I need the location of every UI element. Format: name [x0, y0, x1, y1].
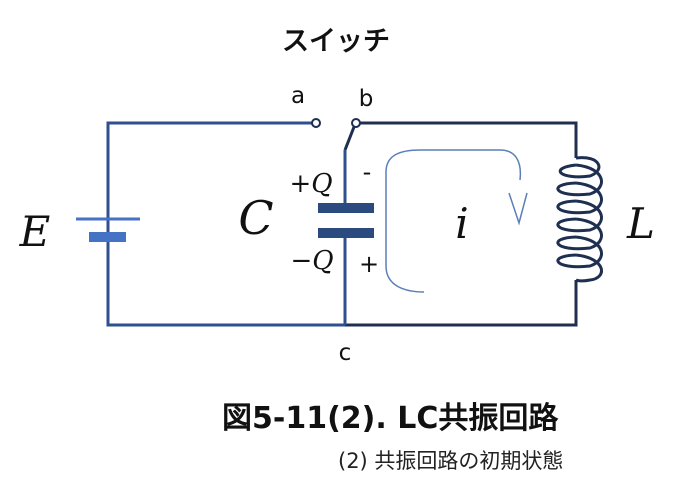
- battery-short-plate: [89, 232, 126, 242]
- left-wire: [106, 121, 345, 327]
- inductor-label: L: [626, 199, 655, 248]
- charge-bottom-label: −Q: [290, 246, 333, 276]
- right-wire-top: [360, 121, 578, 158]
- terminal-a: [311, 118, 321, 128]
- charge-bottom-sign: +: [359, 250, 379, 278]
- current-label: i: [455, 199, 468, 248]
- battery-label: E: [19, 207, 51, 256]
- capacitor-bottom-plate: [318, 228, 374, 238]
- charge-top-sign: -: [363, 158, 372, 186]
- charge-top-label: +Q: [289, 169, 332, 199]
- right-wire-bottom: [345, 280, 578, 327]
- terminal-b-label: b: [359, 86, 374, 112]
- figure-subcaption: (2) 共振回路の初期状態: [338, 449, 564, 473]
- current-arrow-loop: [385, 149, 522, 293]
- capacitor-label: C: [238, 191, 273, 245]
- switch-lever: [343, 126, 356, 151]
- capacitor-top-plate: [318, 203, 374, 213]
- terminal-a-label: a: [291, 83, 305, 109]
- switch-title: スイッチ: [282, 26, 390, 57]
- inductor-coil: [556, 156, 603, 283]
- terminal-b: [351, 118, 361, 128]
- figure-caption: 図5-11(2). LC共振回路: [222, 401, 559, 436]
- current-arrow-head: [508, 192, 528, 226]
- terminal-c-label: c: [339, 340, 352, 366]
